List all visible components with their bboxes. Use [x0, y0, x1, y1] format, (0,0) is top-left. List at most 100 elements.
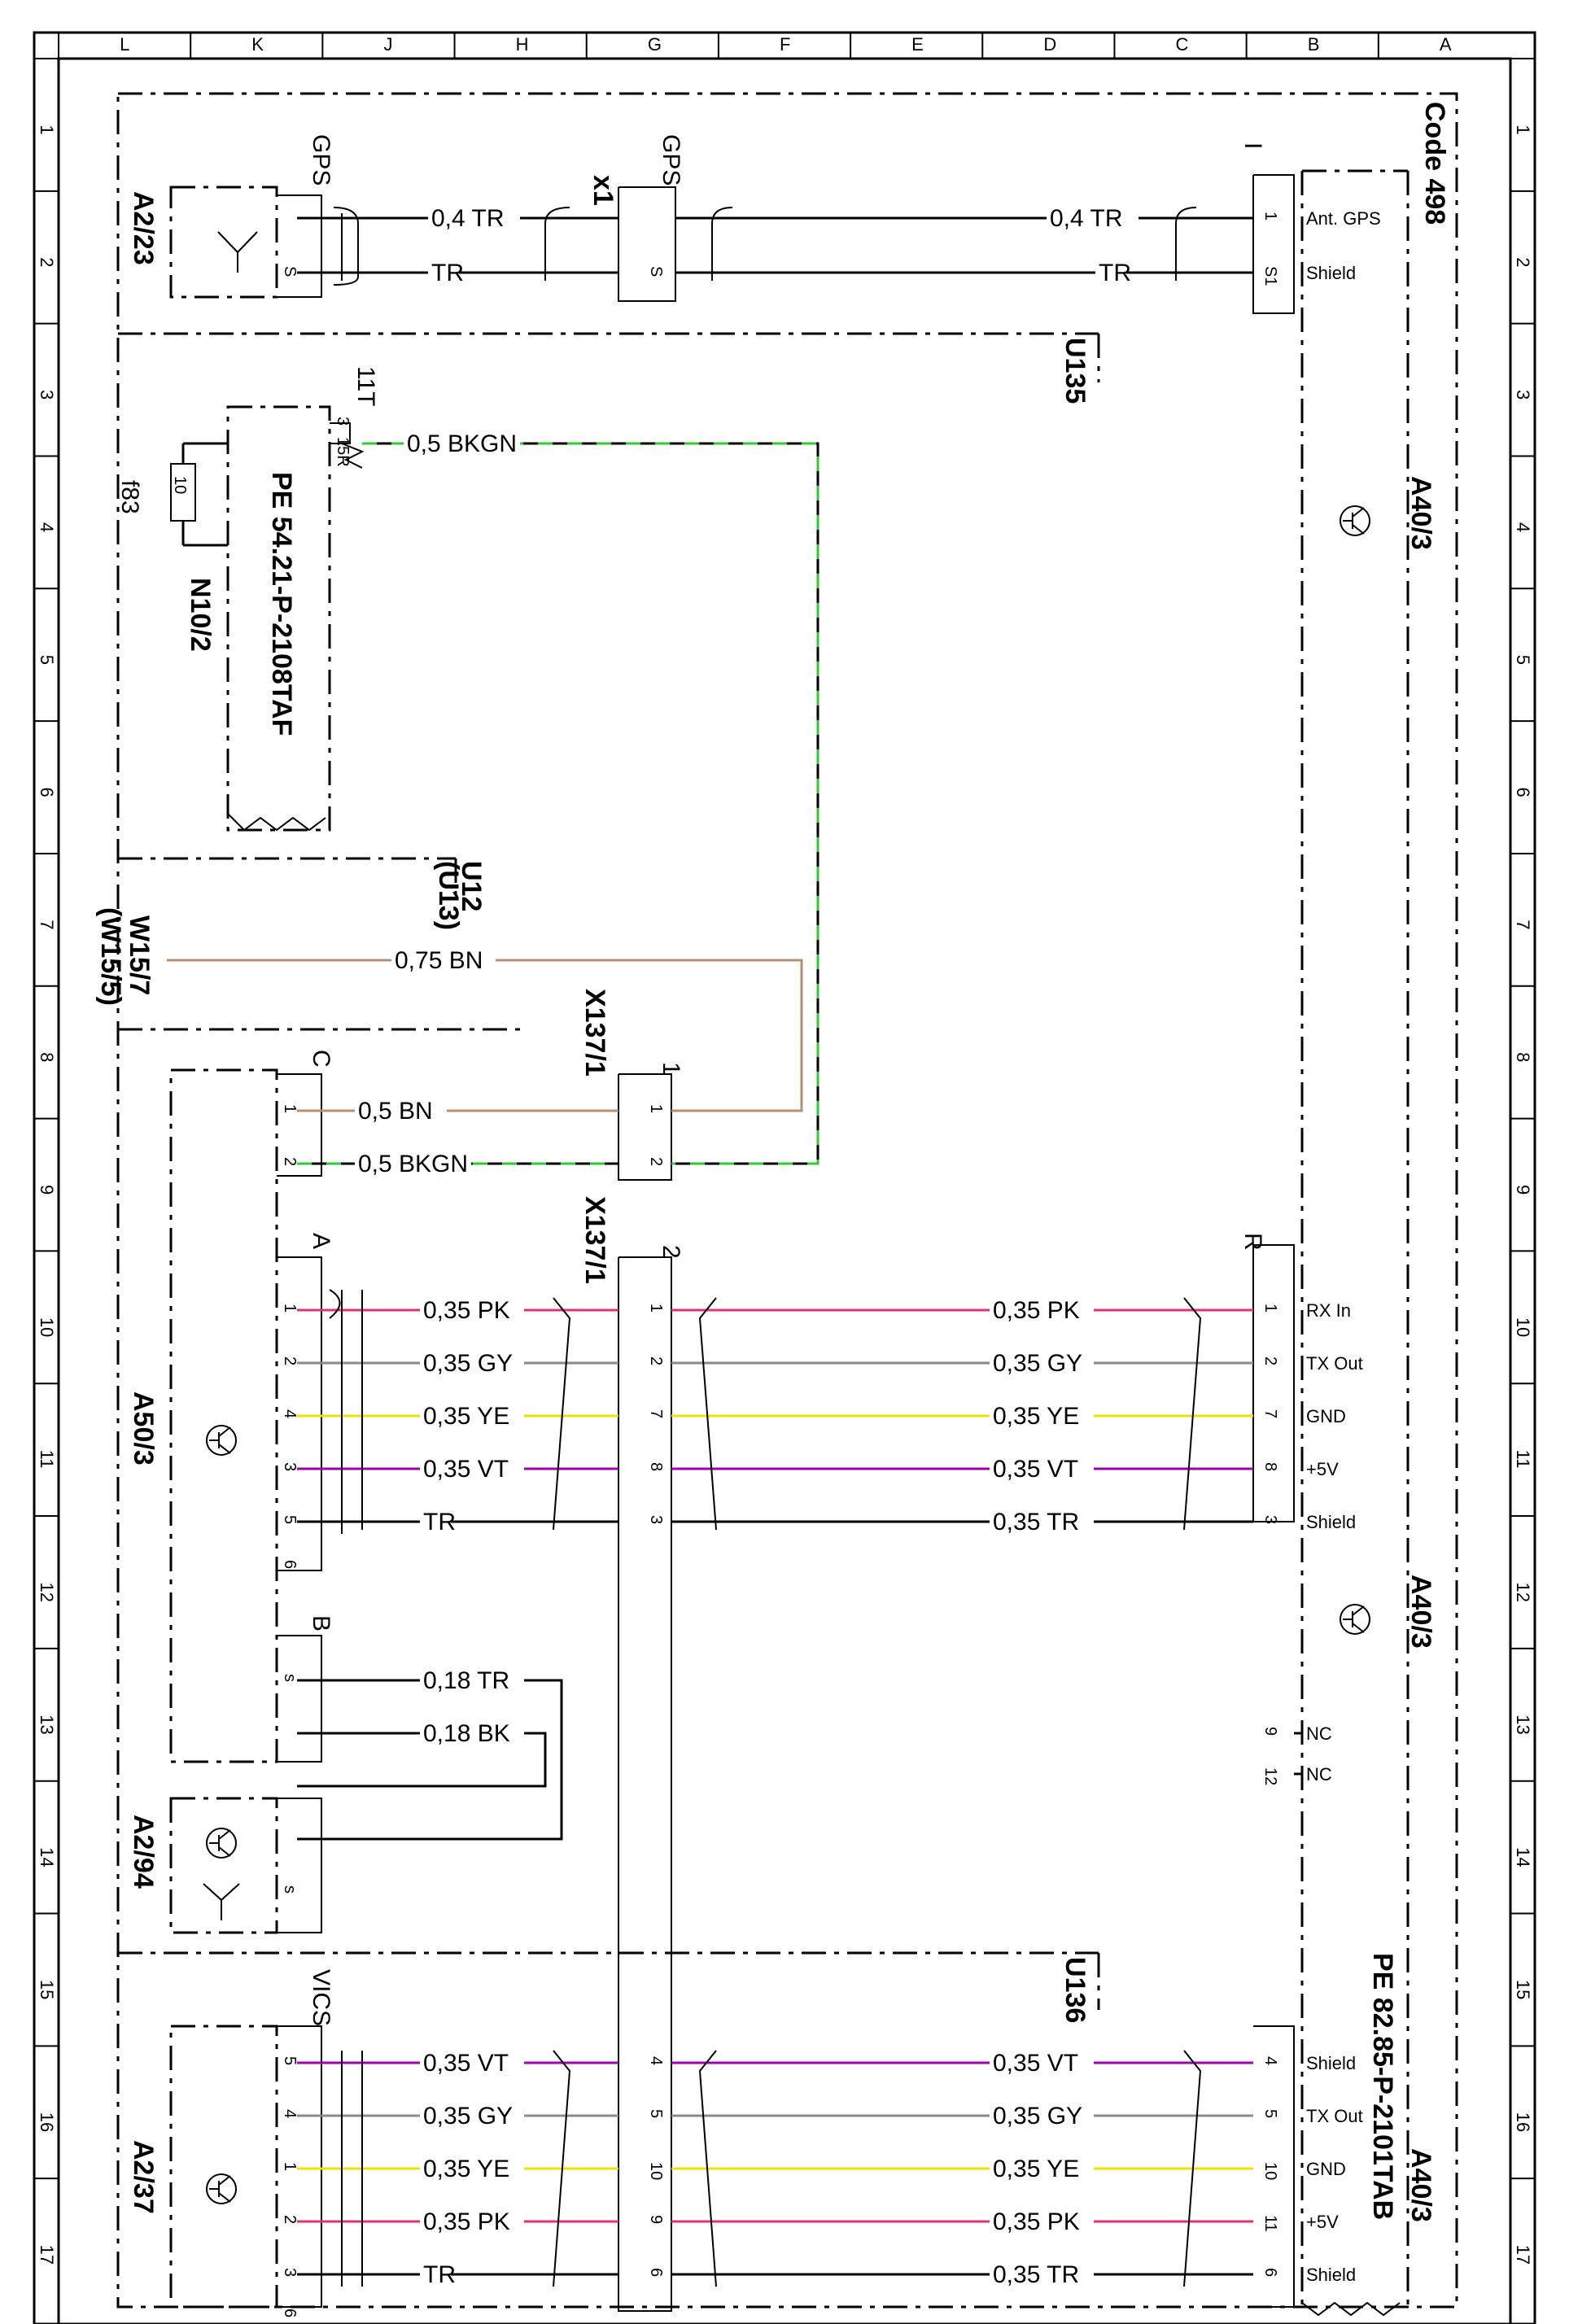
signal-label: Shield: [1306, 2053, 1356, 2073]
row-label: 2: [1513, 257, 1533, 267]
row-label: 11: [1513, 1450, 1533, 1469]
connector-gps: GPS: [658, 134, 684, 186]
column-label: G: [648, 34, 662, 55]
wire-label: TR: [423, 1509, 456, 1536]
row-label: 12: [37, 1582, 57, 1601]
plug-1: 1: [658, 1062, 684, 1076]
wire-label: 0,35 PK: [993, 2208, 1080, 2235]
label-bg: [420, 2210, 524, 2236]
label-bg: [420, 1404, 524, 1431]
a50-3-box: [169, 1068, 278, 1763]
pin-number: 3: [281, 1462, 299, 1471]
row-label: 8: [37, 1052, 57, 1062]
pin-number: 3: [281, 2268, 299, 2277]
component-w15-7: W15/7: [124, 915, 155, 995]
row-label: 5: [1513, 655, 1533, 665]
connector-b: B: [308, 1615, 334, 1632]
wire-label: 0,35 VT: [423, 1456, 509, 1483]
pin-number: 4: [647, 2056, 665, 2065]
component-a40-3: A40/3: [1405, 1575, 1436, 1649]
pin-number: S: [281, 266, 299, 277]
wire-label: 0,5 BKGN: [407, 430, 517, 457]
wire-label: TR: [423, 2261, 456, 2288]
row-label: 6: [37, 788, 57, 797]
wire-label: 0,35 GY: [423, 2103, 513, 2130]
wire-label: 0,4 TR: [431, 205, 505, 232]
code-label: Code 498: [1419, 102, 1450, 225]
label-bg: [420, 1457, 524, 1483]
reference-note: PE 82.85-P-2101TAB: [1367, 1953, 1398, 2220]
label-bg: [420, 2104, 524, 2130]
a2-94-box: [169, 1797, 278, 1934]
a2-37-box: [169, 2025, 278, 2309]
wire-label: 0,35 VT: [993, 1456, 1078, 1483]
pin-number: 7: [1261, 1409, 1279, 1418]
wire-label: TR: [431, 260, 464, 286]
row-label: 1: [37, 124, 57, 134]
plug-2: 2: [658, 1245, 684, 1259]
pin-number: 1: [281, 1304, 299, 1313]
label-bg: [1095, 261, 1126, 287]
boundary-boxes: [116, 92, 1458, 2309]
pin-number: 6: [281, 2309, 299, 2317]
label-bg: [990, 2104, 1094, 2130]
component-a40-3: A40/3: [1405, 476, 1436, 550]
pin-number: 2: [647, 1356, 665, 1365]
row-label: 15: [1513, 1980, 1533, 1999]
outer-border: [33, 31, 1536, 2324]
pin-number: 5: [647, 2109, 665, 2118]
wire: [362, 442, 819, 1165]
row-label: 16: [1513, 2112, 1533, 2132]
wire-label: 0,35 YE: [423, 1403, 509, 1430]
labels: Code 498A2/23A40/3A40/3A40/3A50/3A2/94A2…: [95, 102, 1450, 2317]
row-label: 8: [1513, 1052, 1533, 1062]
reference-note: PE 54.21-P-2108TAF: [266, 472, 297, 736]
row-label: 9: [1513, 1185, 1533, 1195]
label-bg: [990, 2210, 1094, 2236]
label-bg: [1047, 207, 1139, 233]
pin-number: 8: [1261, 1462, 1279, 1471]
label-bg: [391, 949, 496, 975]
relay-label: 11T: [352, 366, 379, 406]
wire-label: 0,18 TR: [423, 1667, 509, 1694]
label-bg: [404, 432, 520, 458]
pin-number: 3: [1261, 1515, 1279, 1524]
pin-number: 1: [281, 2162, 299, 2171]
signal-label: GND: [1306, 2159, 1346, 2179]
signal-label: Ant. GPS: [1306, 208, 1381, 229]
label-bg: [990, 1352, 1094, 1378]
pin-number: 2: [281, 1356, 299, 1365]
label-bg: [420, 1722, 524, 1748]
signal-label: +5V: [1306, 2212, 1339, 2232]
wire-label: 0,35 VT: [423, 2050, 509, 2077]
fuse-label: f83: [116, 480, 143, 514]
connector-vics: VICS: [308, 1969, 334, 2026]
pin-number: 9: [1261, 1727, 1279, 1736]
connector-a: A: [308, 1233, 334, 1249]
label-bg: [420, 1510, 451, 1536]
label-bg: [428, 261, 459, 287]
label-bg: [420, 1352, 524, 1378]
component-u136: U136: [1060, 1957, 1090, 2023]
pin-number: 4: [281, 1409, 299, 1418]
label-bg: [990, 1299, 1094, 1325]
signal-label: Shield: [1306, 2265, 1356, 2285]
pin-number: 1: [1261, 1304, 1279, 1313]
signal-label: RX In: [1306, 1300, 1351, 1321]
wire: [167, 959, 803, 1112]
pin-number: 4: [281, 2109, 299, 2118]
row-label: 6: [1513, 788, 1533, 797]
column-label: H: [516, 34, 529, 55]
fuse-rating: 10: [171, 476, 189, 494]
connector-housings: [277, 174, 1295, 2312]
signal-label: Shield: [1306, 263, 1356, 283]
symbols: [203, 231, 1401, 2317]
pin-number: 9: [647, 2215, 665, 2224]
pin-number: 3: [334, 417, 352, 426]
pin-number: 6: [281, 1560, 299, 1569]
pin-number: 1: [1261, 212, 1279, 221]
connector-x137-1: X137/1: [579, 989, 610, 1077]
pin-number: s: [281, 1674, 299, 1682]
component-u135: U135: [1060, 338, 1090, 404]
